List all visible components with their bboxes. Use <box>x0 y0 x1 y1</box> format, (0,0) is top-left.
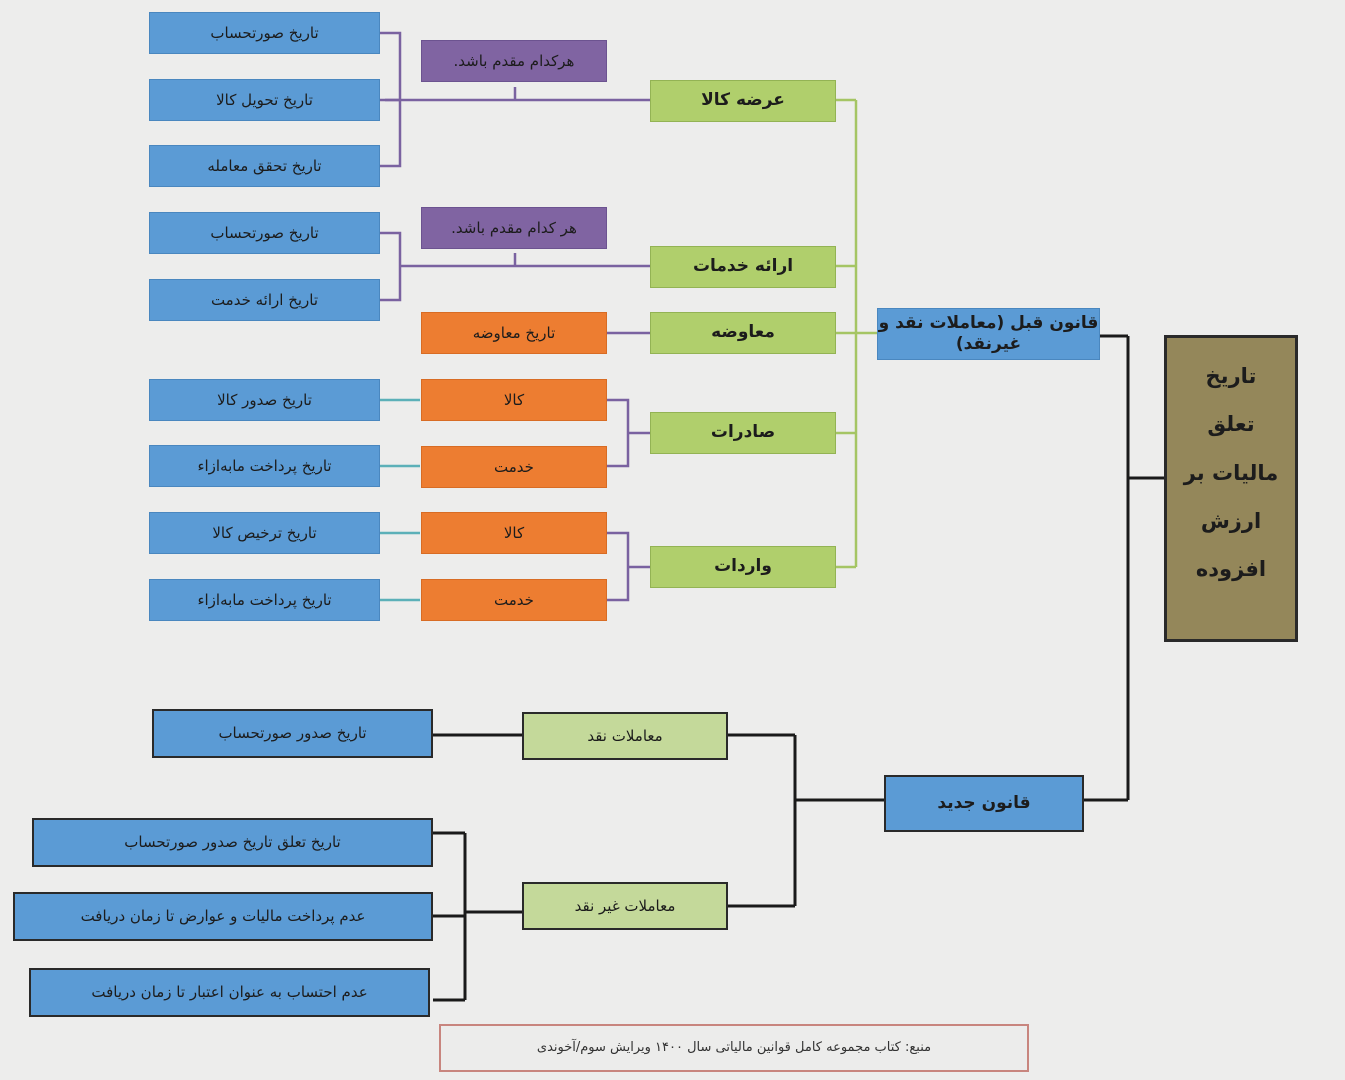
services-provision-date: تاریخ ارائه خدمت <box>149 279 380 321</box>
supply-goods-item-1: تاریخ صورتحساب <box>210 23 319 42</box>
noncash-item-1: تاریخ تعلق تاریخ صدور صورتحساب <box>32 818 433 867</box>
services-item-2: تاریخ ارائه خدمت <box>210 290 319 309</box>
imports-goods-node: کالا <box>421 512 607 554</box>
supply-goods-note-label: هرکدام مقدم باشد. <box>453 51 575 70</box>
services-note-label: هر کدام مقدم باشد. <box>451 218 577 237</box>
imports-service-date: تاریخ پرداخت مابه‌ازاء <box>149 579 380 621</box>
imports-service-date-label: تاریخ پرداخت مابه‌ازاء <box>197 590 332 609</box>
old-law-label: قانون قبل (معاملات نقد و غیرنقد) <box>878 312 1099 354</box>
supply-goods-node: عرضه کالا <box>650 80 836 122</box>
supply-goods-invoice-date: تاریخ صورتحساب <box>149 12 380 54</box>
imports-label: واردات <box>714 556 772 577</box>
old-law-node: قانون قبل (معاملات نقد و غیرنقد) <box>877 308 1100 360</box>
root-label: تاریخ تعلق مالیات بر ارزش افزوده <box>1183 364 1279 582</box>
new-law-label: قانون جدید <box>937 792 1031 813</box>
source-note: منبع: کتاب مجموعه کامل قوانین مالیاتی سا… <box>439 1024 1029 1072</box>
cash-item-label: تاریخ صدور صورتحساب <box>218 724 367 743</box>
services-item-1: تاریخ صورتحساب <box>210 223 319 242</box>
noncash-item-2: عدم پرداخت مالیات و عوارض تا زمان دریافت <box>13 892 433 941</box>
imports-service-node: خدمت <box>421 579 607 621</box>
barter-date-node: تاریخ معاوضه <box>421 312 607 354</box>
exports-goods-date: تاریخ صدور کالا <box>149 379 380 421</box>
supply-goods-label: عرضه کالا <box>701 90 785 111</box>
noncash-item-3: عدم احتساب به عنوان اعتبار تا زمان دریاف… <box>29 968 430 1017</box>
supply-goods-delivery-date: تاریخ تحویل کالا <box>149 79 380 121</box>
root-node: تاریخ تعلق مالیات بر ارزش افزوده <box>1164 335 1298 642</box>
exports-goods-node: کالا <box>421 379 607 421</box>
imports-service-label: خدمت <box>494 590 534 609</box>
exports-node: صادرات <box>650 412 836 454</box>
barter-date-label: تاریخ معاوضه <box>472 323 556 342</box>
source-label: منبع: کتاب مجموعه کامل قوانین مالیاتی سا… <box>536 1039 932 1055</box>
imports-goods-label: کالا <box>503 523 525 542</box>
exports-goods-label: کالا <box>503 390 525 409</box>
new-law-node: قانون جدید <box>884 775 1084 832</box>
exports-service-date: تاریخ پرداخت مابه‌ازاء <box>149 445 380 487</box>
noncash-item-3-label: عدم احتساب به عنوان اعتبار تا زمان دریاف… <box>91 983 368 1002</box>
services-node: ارائه خدمات <box>650 246 836 288</box>
exports-label: صادرات <box>710 422 776 443</box>
barter-node: معاوضه <box>650 312 836 354</box>
services-note: هر کدام مقدم باشد. <box>421 207 607 249</box>
exports-goods-date-label: تاریخ صدور کالا <box>217 390 312 409</box>
exports-service-label: خدمت <box>494 457 534 476</box>
cash-invoice-date: تاریخ صدور صورتحساب <box>152 709 433 758</box>
exports-service-date-label: تاریخ پرداخت مابه‌ازاء <box>197 456 332 475</box>
noncash-item-2-label: عدم پرداخت مالیات و عوارض تا زمان دریافت <box>80 907 366 926</box>
services-invoice-date: تاریخ صورتحساب <box>149 212 380 254</box>
imports-goods-date: تاریخ ترخیص کالا <box>149 512 380 554</box>
supply-goods-item-2: تاریخ تحویل کالا <box>216 90 313 109</box>
supply-goods-realization-date: تاریخ تحقق معامله <box>149 145 380 187</box>
exports-service-node: خدمت <box>421 446 607 488</box>
supply-goods-item-3: تاریخ تحقق معامله <box>207 156 322 175</box>
services-label: ارائه خدمات <box>692 256 794 277</box>
barter-label: معاوضه <box>711 322 775 343</box>
cash-transactions-node: معاملات نقد <box>522 712 728 760</box>
noncash-transactions-node: معاملات غیر نقد <box>522 882 728 930</box>
imports-goods-date-label: تاریخ ترخیص کالا <box>212 523 317 542</box>
imports-node: واردات <box>650 546 836 588</box>
cash-transactions-label: معاملات نقد <box>587 726 663 745</box>
noncash-item-1-label: تاریخ تعلق تاریخ صدور صورتحساب <box>124 833 341 852</box>
noncash-transactions-label: معاملات غیر نقد <box>574 896 676 915</box>
supply-goods-note: هرکدام مقدم باشد. <box>421 40 607 82</box>
